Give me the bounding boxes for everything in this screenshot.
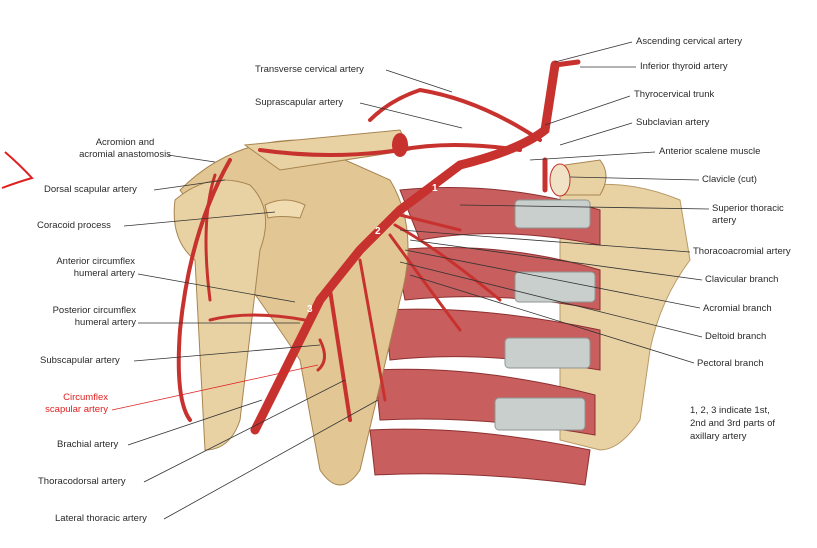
label-line: Superior thoracic <box>712 203 784 214</box>
label-ascending-cervical: Ascending cervical artery <box>636 36 743 47</box>
label-line: humeral artery <box>73 268 135 279</box>
label-acromial-branch: Acromial branch <box>703 303 772 314</box>
label-line: Posterior circumflex <box>52 305 136 316</box>
label-line: Circumflex <box>63 392 108 403</box>
label-line: artery <box>712 215 737 226</box>
label-line: acromial anastomosis <box>79 149 171 160</box>
label-thoracoacromial: Thoracoacromial artery <box>693 246 791 257</box>
label-deltoid-branch: Deltoid branch <box>705 331 767 342</box>
label-coracoid: Coracoid process <box>37 220 111 231</box>
arteries <box>176 59 581 435</box>
label-inferior-thyroid: Inferior thyroid artery <box>640 61 728 72</box>
label-thoracodorsal: Thoracodorsal artery <box>38 476 126 487</box>
note-line: 2nd and 3rd parts of <box>690 418 776 429</box>
note-line: axillary artery <box>690 431 747 442</box>
label-anterior-scalene: Anterior scalene muscle <box>659 146 761 157</box>
part-3-marker: 3 <box>307 304 313 315</box>
label-pectoral-branch: Pectoral branch <box>697 358 764 369</box>
part-2-marker: 2 <box>375 226 381 237</box>
label-dorsal-scapular: Dorsal scapular artery <box>44 184 137 195</box>
label-superior-thoracic: Superior thoracic artery <box>712 203 784 227</box>
label-subclavian: Subclavian artery <box>636 117 710 128</box>
note-line: 1, 2, 3 indicate 1st, <box>690 405 770 416</box>
label-clavicle: Clavicle (cut) <box>702 174 757 185</box>
label-circumflex-scapular: Circumflex scapular artery <box>20 392 108 416</box>
part-1-marker: 1 <box>432 183 438 194</box>
label-suprascapular: Suprascapular artery <box>255 97 344 108</box>
label-transverse-cervical: Transverse cervical artery <box>255 64 364 75</box>
coracoid-process <box>264 199 306 219</box>
label-line: humeral artery <box>74 317 136 328</box>
label-line: scapular artery <box>45 404 108 415</box>
sternum <box>559 183 691 451</box>
label-anterior-circumflex: Anterior circumflex humeral artery <box>20 256 135 280</box>
label-posterior-circumflex: Posterior circumflex humeral artery <box>20 305 136 329</box>
ribs <box>369 187 601 486</box>
label-lateral-thoracic: Lateral thoracic artery <box>55 513 147 524</box>
acromion-cut-end <box>392 133 408 157</box>
label-line: Anterior circumflex <box>56 256 135 267</box>
label-line: Acromion and <box>95 137 155 148</box>
label-clavicular-branch: Clavicular branch <box>705 274 779 285</box>
axillary-parts-note: 1, 2, 3 indicate 1st, 2nd and 3rd parts … <box>690 404 775 443</box>
label-brachial: Brachial artery <box>57 439 119 450</box>
annotation-arrow-icon <box>1 151 34 189</box>
label-acromion: Acromion and acromial anastomosis <box>60 137 190 161</box>
leader-lines <box>111 41 710 520</box>
label-subscapular: Subscapular artery <box>40 355 120 366</box>
label-thyrocervical: Thyrocervical trunk <box>634 89 715 100</box>
